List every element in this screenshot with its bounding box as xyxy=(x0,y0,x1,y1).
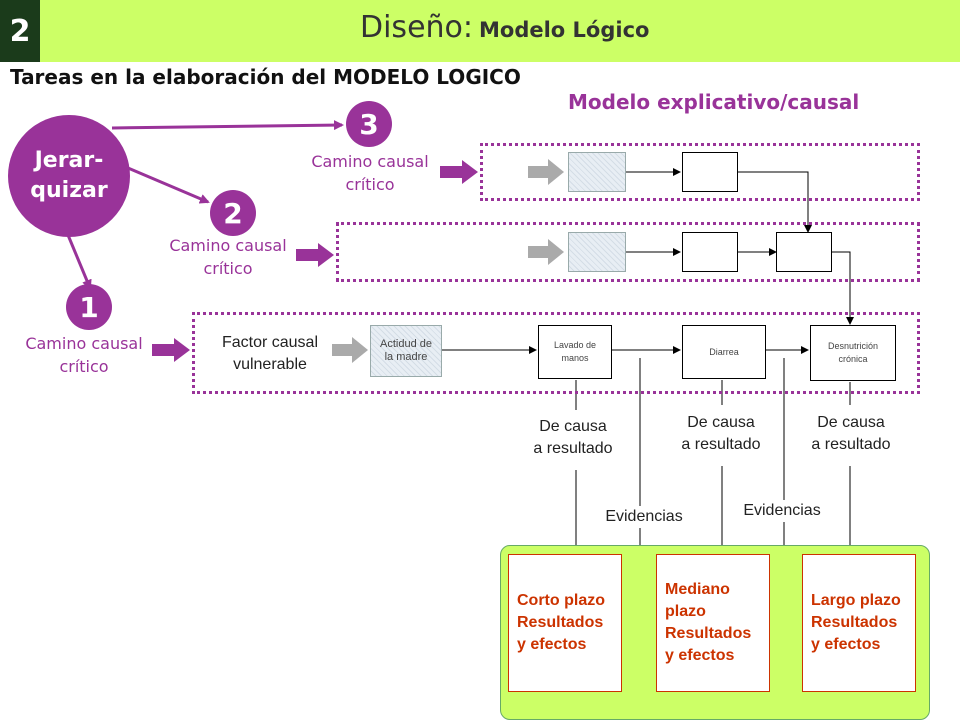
box-lavado-manos: Lavado de manos xyxy=(538,325,612,379)
box-desnutricion: Desnutrición crónica xyxy=(810,325,896,381)
factor-label-line2: vulnerable xyxy=(233,356,307,373)
result-short-line3: y efectos xyxy=(517,636,587,653)
path-label-3: Camino causal crítico xyxy=(302,150,438,196)
box-actitud-line1: Actidud de xyxy=(380,338,432,350)
box-actitud-line2: la madre xyxy=(384,351,428,363)
path-label-2-line2: crítico xyxy=(203,259,253,278)
box-desnutricion-line1: Desnutrición xyxy=(827,341,879,351)
cause-result-1-line2: a resultado xyxy=(533,440,613,457)
cause-result-2-line2: a resultado xyxy=(681,436,761,453)
cause-result-label-2: De causa a resultado xyxy=(666,412,776,456)
row2-box-a xyxy=(682,232,738,272)
causal-row-3 xyxy=(480,143,920,201)
cause-result-label-1: De causa a resultado xyxy=(518,416,628,460)
result-mid-line3: Resultados xyxy=(665,625,752,642)
result-mid-line2: plazo xyxy=(665,603,706,620)
model-title: Modelo explicativo/causal xyxy=(568,90,860,114)
row3-hatched-box xyxy=(568,152,626,192)
connector-to-path-2 xyxy=(127,166,210,204)
path-label-2-line1: Camino causal xyxy=(169,236,287,255)
row3-to-row2-link xyxy=(738,171,812,233)
box-diarrea: Diarrea xyxy=(682,325,766,379)
causal-row-1 xyxy=(192,312,920,394)
header-bar xyxy=(0,0,960,62)
box-lavado-line2: manos xyxy=(561,353,589,363)
gray-block-arrow-row3 xyxy=(528,159,564,185)
box-lavado-line1: Lavado de xyxy=(553,340,597,350)
result-short-line1: Corto plazo xyxy=(517,592,605,609)
page-title: Diseño:Modelo Lógico xyxy=(360,10,649,45)
slide-number-badge: 2 xyxy=(0,0,40,62)
result-long-term: Largo plazo Resultados y efectos xyxy=(802,554,916,692)
purple-block-arrow-row2 xyxy=(296,243,334,267)
section-subtitle: Tareas en la elaboración del MODELO LOGI… xyxy=(10,65,521,89)
gray-block-arrow-row1 xyxy=(332,337,368,363)
connector-to-path-3 xyxy=(111,120,344,131)
evidence-label-2: Evidencias xyxy=(734,500,830,522)
path-label-1-line2: crítico xyxy=(59,357,109,376)
row2-to-row1-link xyxy=(832,251,854,325)
result-long-line2: Resultados xyxy=(811,614,898,631)
result-long-line1: Largo plazo xyxy=(811,592,901,609)
cause-result-2-line1: De causa xyxy=(687,414,755,431)
cause-result-label-3: De causa a resultado xyxy=(796,412,906,456)
jerar-line1: Jerar- xyxy=(34,148,104,173)
result-short-term: Corto plazo Resultados y efectos xyxy=(508,554,622,692)
jerarquizar-circle: Jerar- quizar xyxy=(8,115,130,237)
cause-result-3-line1: De causa xyxy=(817,414,885,431)
purple-block-arrow-row1 xyxy=(152,338,190,362)
row2-hatched-box xyxy=(568,232,626,272)
box-diarrea-line1: Diarrea xyxy=(709,346,739,357)
row3-box xyxy=(682,152,738,192)
path-number-3: 3 xyxy=(346,101,392,147)
factor-label-line1: Factor causal xyxy=(221,334,319,351)
purple-block-arrow-row3 xyxy=(440,160,478,184)
box-desnutricion-line2: crónica xyxy=(838,354,868,364)
jerar-line2: quizar xyxy=(30,178,108,203)
path-label-1: Camino causal crítico xyxy=(14,332,154,378)
path-label-1-line1: Camino causal xyxy=(25,334,143,353)
path-label-3-line1: Camino causal xyxy=(311,152,429,171)
cause-result-3-line2: a resultado xyxy=(811,436,891,453)
path-number-1: 1 xyxy=(66,284,112,330)
title-sub: Modelo Lógico xyxy=(479,18,650,42)
result-long-line3: y efectos xyxy=(811,636,881,653)
cause-result-1-line1: De causa xyxy=(539,418,607,435)
path-number-2: 2 xyxy=(210,190,256,236)
gray-block-arrow-row2 xyxy=(528,239,564,265)
title-main: Diseño: xyxy=(360,10,473,45)
connector-to-path-1 xyxy=(66,234,92,290)
result-mid-line4: y efectos xyxy=(665,647,735,664)
path-label-3-line2: crítico xyxy=(345,175,395,194)
result-short-line2: Resultados xyxy=(517,614,604,631)
row2-box-b xyxy=(776,232,832,272)
path-label-2: Camino causal crítico xyxy=(160,234,296,280)
result-mid-term: Mediano plazo Resultados y efectos xyxy=(656,554,770,692)
causal-row-2 xyxy=(336,222,920,282)
factor-label: Factor causal vulnerable xyxy=(210,332,330,376)
result-mid-line1: Mediano xyxy=(665,581,730,598)
evidence-label-1: Evidencias xyxy=(596,506,692,528)
